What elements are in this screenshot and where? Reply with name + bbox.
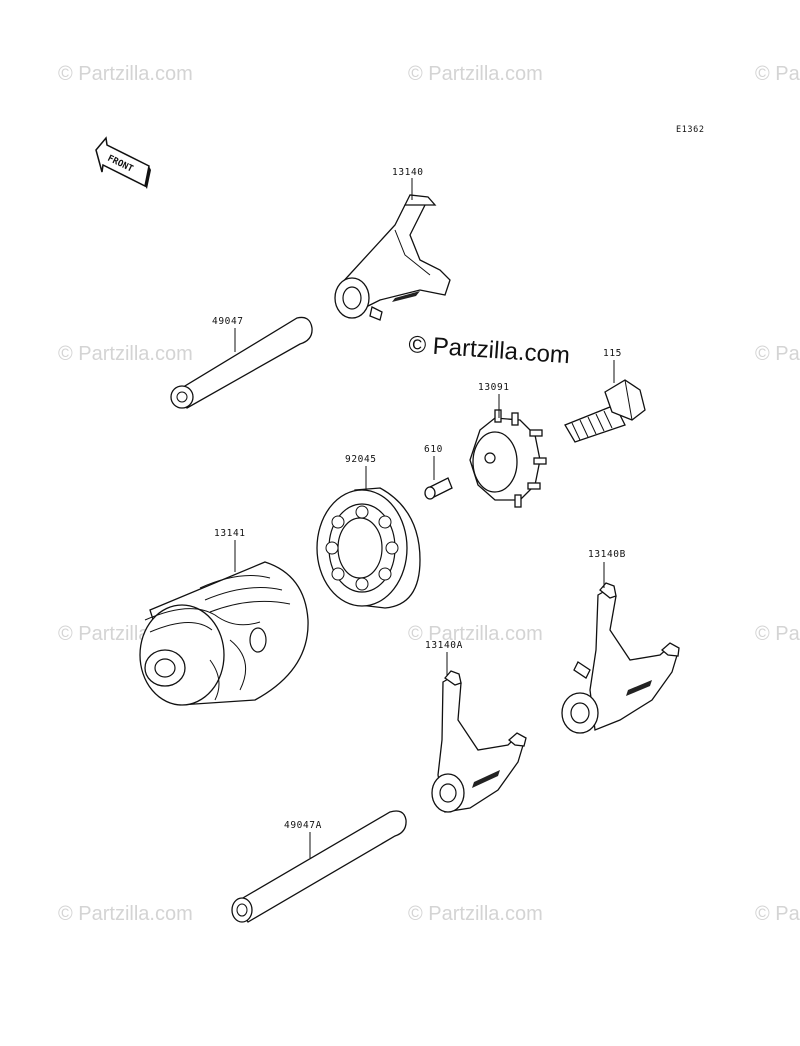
watermark: © Partzilla.com [755, 623, 800, 645]
part-number-13140[interactable]: 13140 [392, 167, 424, 178]
watermark: © Partzilla.com [58, 903, 193, 925]
watermark: © Partzilla.com [58, 343, 193, 365]
part-49047-shaft[interactable] [170, 316, 313, 409]
part-number-49047A[interactable]: 49047A [284, 820, 322, 831]
part-number-92045[interactable]: 92045 [345, 454, 377, 465]
part-49047A-shaft[interactable] [231, 810, 407, 923]
part-610-pin[interactable] [424, 477, 453, 500]
part-13140-fork[interactable] [334, 194, 451, 321]
watermark: © Partzilla.com [408, 623, 543, 645]
part-number-13140B[interactable]: 13140B [588, 549, 626, 560]
part-13140A-fork[interactable] [431, 670, 527, 813]
part-number-13141[interactable]: 13141 [214, 528, 246, 539]
watermark: © Partzilla.com [755, 903, 800, 925]
part-92045-bearing[interactable] [316, 487, 421, 609]
front-arrow-icon: FRONT [95, 136, 151, 189]
watermark: © Partzilla.com [408, 63, 543, 85]
part-13091-pin-plate[interactable] [469, 409, 547, 508]
part-number-13140A[interactable]: 13140A [425, 640, 463, 651]
part-115-bolt[interactable] [564, 379, 646, 443]
watermark: © Partzilla.com [58, 63, 193, 85]
part-13141-shift-drum[interactable] [139, 561, 309, 706]
watermark: © Partzilla.com [408, 903, 543, 925]
part-number-610[interactable]: 610 [424, 444, 443, 455]
part-13140B-fork[interactable] [561, 582, 680, 734]
watermark-grid: © Partzilla.com © Partzilla.com © Partzi… [58, 63, 800, 925]
watermark-main: © Partzilla.com [408, 331, 571, 369]
watermark: © Partzilla.com [755, 343, 800, 365]
watermark: © Partzilla.com [755, 63, 800, 85]
part-number-49047[interactable]: 49047 [212, 316, 244, 327]
diagram-ref: E1362 [676, 125, 705, 135]
part-number-115[interactable]: 115 [603, 348, 622, 359]
part-number-13091[interactable]: 13091 [478, 382, 510, 393]
